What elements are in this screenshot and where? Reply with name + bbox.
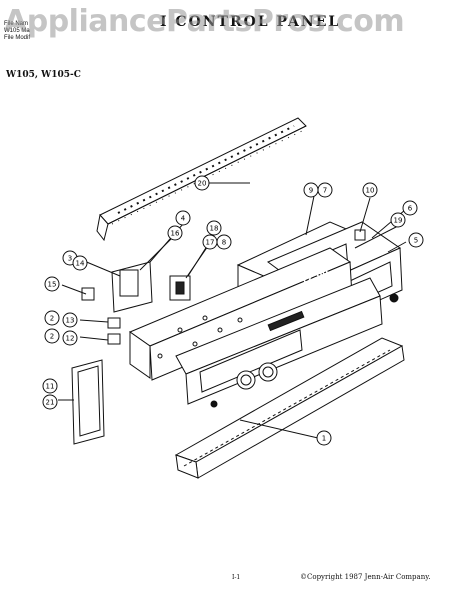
callout-label-2: 2 (50, 333, 54, 341)
leader-17 (185, 245, 209, 279)
indicator-lens (71, 359, 105, 445)
callout-label-21: 21 (46, 399, 55, 407)
callout-label-3: 3 (68, 255, 72, 263)
leader-10 (359, 197, 371, 233)
leader-1 (239, 419, 319, 439)
callout-circle-14 (72, 255, 88, 271)
callout-label-19: 19 (394, 217, 403, 225)
callout-label-4: 4 (181, 215, 186, 223)
callout-circle-6 (402, 200, 418, 216)
leader-12 (79, 336, 109, 341)
callout-label-9: 9 (309, 187, 313, 195)
callout-label-20: 20 (198, 180, 207, 188)
callout-circle-11 (42, 378, 58, 394)
callout-label-6: 6 (408, 205, 413, 213)
callout-circle-21 (42, 394, 58, 410)
callout-circle-2 (44, 328, 60, 344)
leader-9-7 (305, 195, 315, 236)
callout-label-10: 10 (366, 187, 375, 195)
model-numbers: W105, W105-C (6, 70, 81, 80)
callout-circle-5 (408, 232, 424, 248)
leader-16 (139, 233, 177, 271)
callout-label-13: 13 (66, 317, 75, 325)
callout-label-2: 2 (50, 315, 54, 323)
callout-circle-10 (362, 182, 378, 198)
callout-label-8: 8 (222, 239, 226, 247)
callout-label-17: 17 (206, 239, 215, 247)
callout-circle-19 (390, 212, 406, 228)
model-line: W105 Ma (4, 28, 30, 34)
callout-label-15: 15 (48, 281, 57, 289)
control-knobs[interactable] (236, 362, 278, 390)
callout-label-12: 12 (66, 335, 75, 343)
small-insert (354, 229, 366, 241)
callout-circle-1 (316, 430, 332, 446)
callout-circle-16 (167, 225, 183, 241)
switch-knob-part-b (107, 333, 121, 345)
switch-bracket (111, 261, 191, 313)
callout-label-7: 7 (323, 187, 327, 195)
page-number: I-1 (232, 574, 241, 581)
file-name-line: File Nam (4, 21, 29, 27)
callout-circle-2 (44, 310, 60, 326)
callout-circle-20 (194, 175, 210, 191)
leader-13 (79, 319, 109, 323)
leader-15 (61, 284, 87, 295)
watermark-text: AppliancePartsPros.com (4, 4, 405, 39)
callout-circle-15 (44, 276, 60, 292)
callout-circle-18 (206, 220, 222, 236)
callout-circle-4 (175, 210, 191, 226)
clip-part (81, 287, 95, 301)
callout-label-14: 14 (76, 260, 85, 268)
bottom-trim-bar (174, 337, 405, 479)
switch-knob-part (107, 317, 121, 329)
callout-label-18: 18 (210, 225, 219, 233)
callout-circle-7 (317, 182, 333, 198)
callout-label-5: 5 (414, 237, 418, 245)
callout-circle-12 (62, 330, 78, 346)
page-title: I CONTROL PANEL (160, 14, 341, 30)
callout-label-11: 11 (46, 383, 55, 391)
top-trim-strip (96, 117, 307, 242)
callout-circle-13 (62, 312, 78, 328)
copyright-notice: ©Copyright 1987 Jenn-Air Company. (300, 573, 431, 581)
callout-label-1: 1 (322, 435, 326, 443)
front-trim-panel (175, 277, 383, 405)
callout-label-16: 16 (171, 230, 180, 238)
leader-19 (354, 225, 399, 249)
file-modified-line: File Modif (4, 35, 31, 41)
leader-5 (387, 241, 407, 253)
callout-circle-8 (216, 234, 232, 250)
